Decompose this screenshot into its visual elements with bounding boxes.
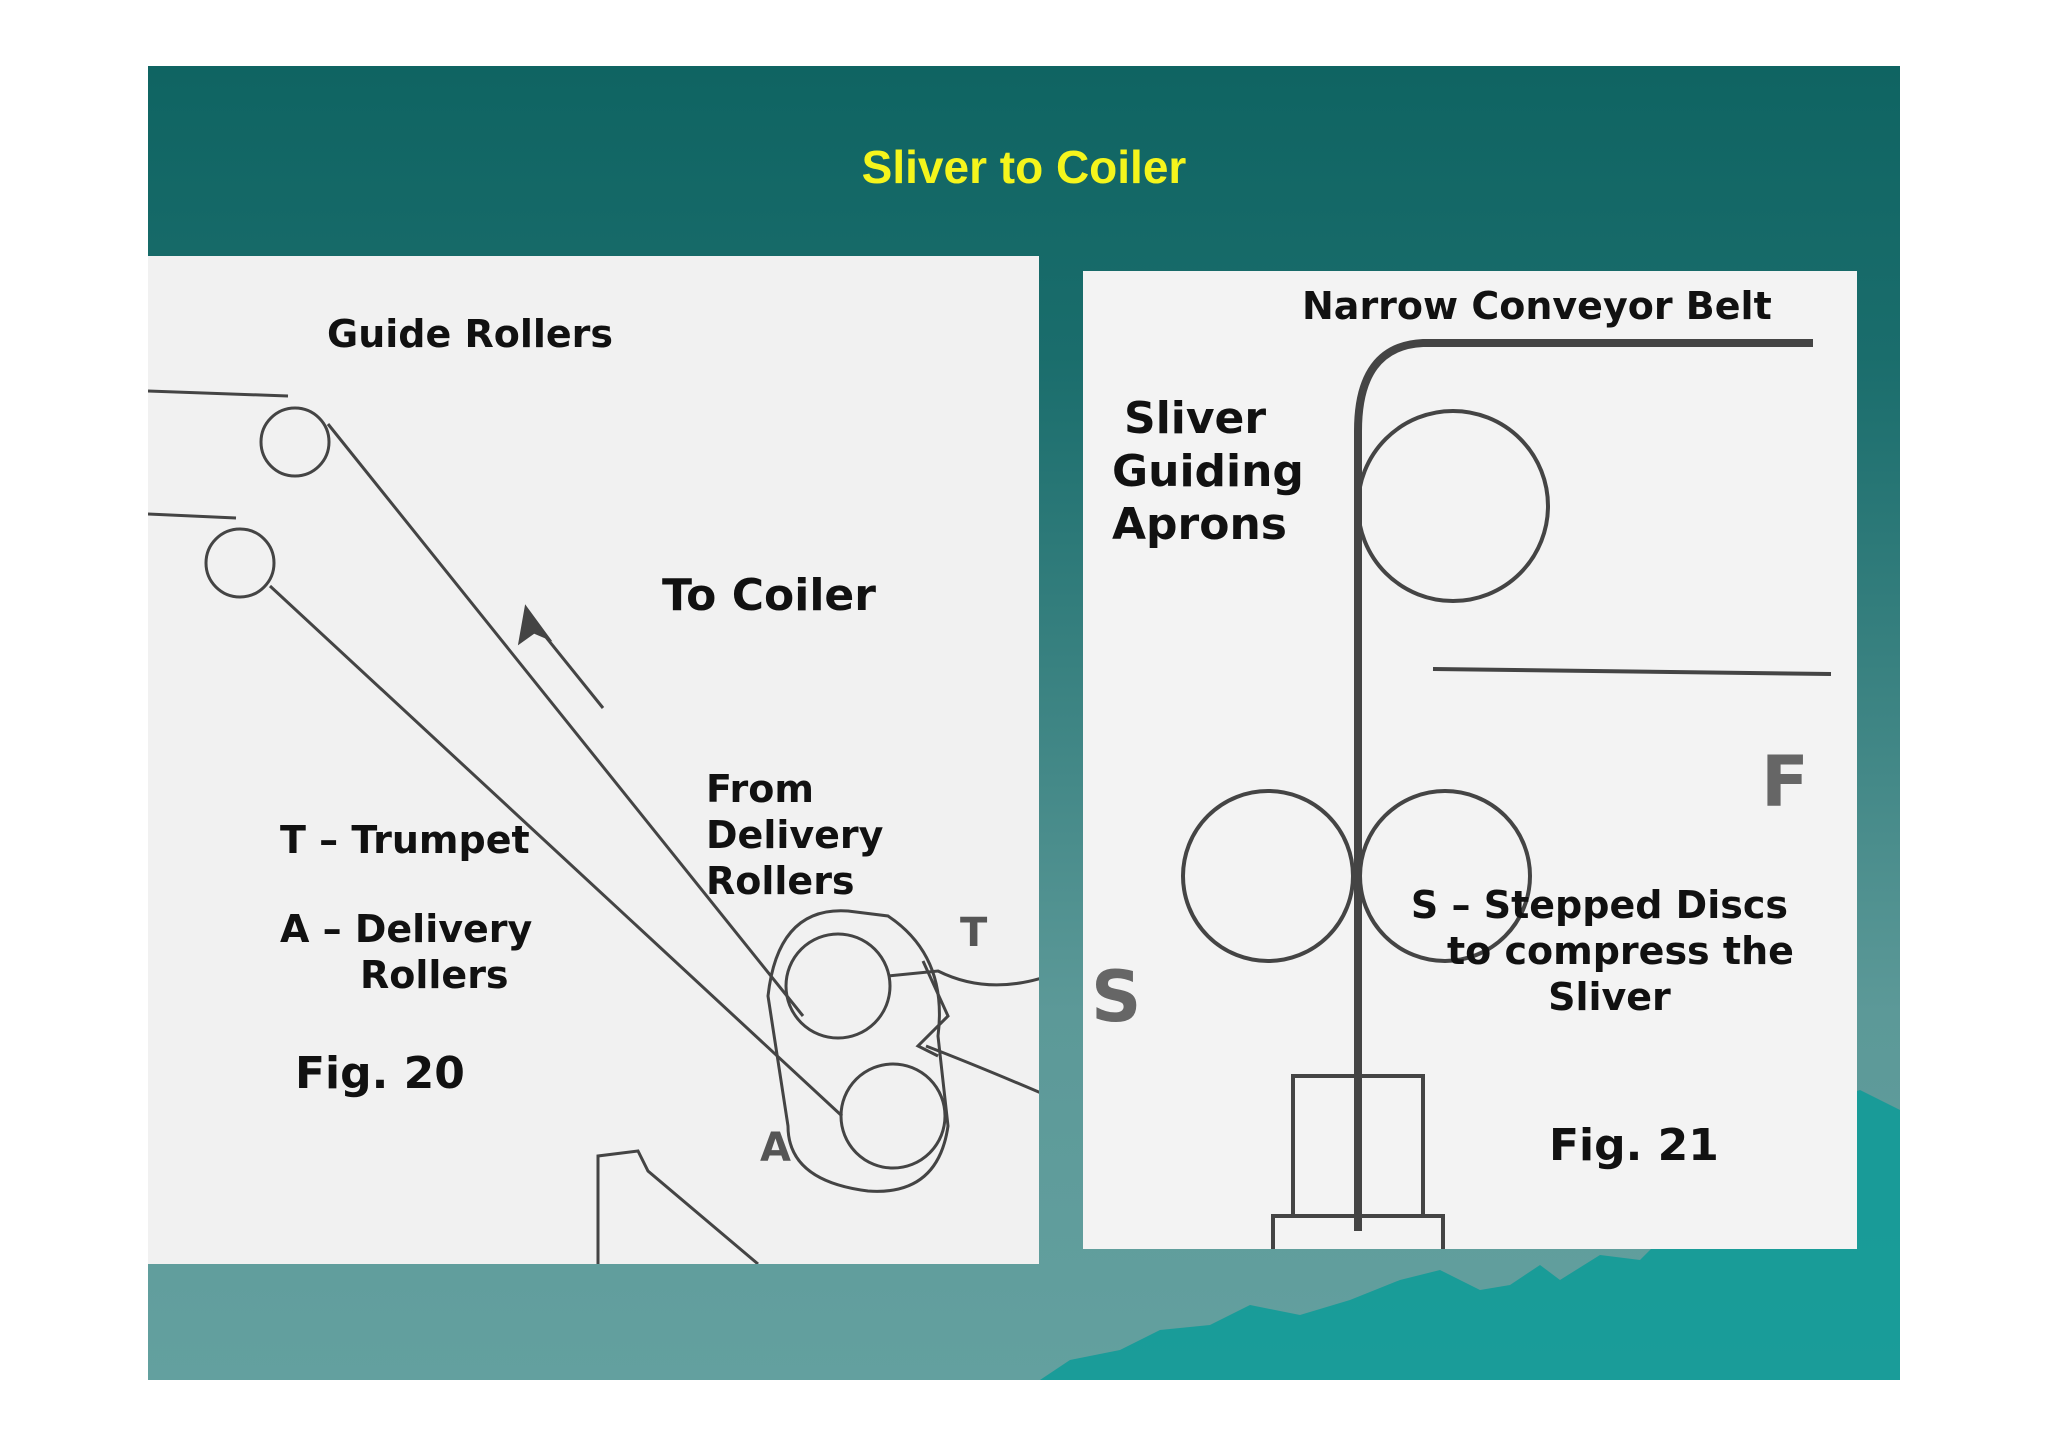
conveyor-roller — [1356, 409, 1550, 603]
stepped-disc-right — [1358, 789, 1532, 963]
delivery-roller-top — [784, 932, 892, 1040]
sliver-line-upper-diagonal — [326, 423, 805, 1017]
label-sliver-guiding-aprons: Sliver Guiding Aprons — [1112, 392, 1304, 551]
delivery-roller-housing — [766, 909, 950, 1193]
from-delivery-line-3: Rollers — [706, 859, 855, 903]
sliver-line-lower-in — [148, 512, 237, 520]
machine-base-outline — [596, 1149, 759, 1264]
from-delivery-line-2: Delivery — [706, 813, 884, 857]
stepped-discs-line-2: to compress the — [1447, 929, 1794, 973]
stepped-discs-line-1: S – Stepped Discs — [1410, 883, 1788, 927]
letter-f: F — [1761, 741, 1809, 823]
delivery-roller-bottom — [839, 1062, 947, 1170]
caption-fig-20: Fig. 20 — [295, 1048, 465, 1099]
aprons-line-1: Sliver — [1124, 393, 1267, 444]
guide-roller-upper — [259, 406, 331, 478]
from-delivery-line-1: From — [706, 767, 814, 811]
aprons-line-3: Aprons — [1112, 499, 1287, 550]
label-guide-rollers: Guide Rollers — [327, 312, 614, 356]
conveyor-belt — [1354, 339, 1813, 1231]
slide-title: Sliver to Coiler — [861, 141, 1187, 193]
letter-a: A — [760, 1125, 791, 1171]
letter-t: T — [960, 910, 988, 956]
sliver-line-lower-diagonal — [268, 584, 844, 1118]
legend-delivery-rollers: A – Delivery Rollers — [280, 906, 532, 998]
figure-20-panel: T A — [148, 256, 1039, 1264]
coiler-can-base — [1271, 1214, 1445, 1249]
trumpet-shape — [887, 969, 1039, 987]
stepped-discs-line-3: Sliver — [1548, 975, 1671, 1019]
legend-delivery-line-2: Rollers — [360, 953, 509, 997]
label-to-coiler: To Coiler — [662, 570, 876, 621]
legend-trumpet: T – Trumpet — [280, 818, 530, 862]
label-from-delivery-rollers: From Delivery Rollers — [706, 766, 883, 904]
sliver-line-upper-in — [148, 389, 289, 398]
conveyor-belt-lower — [1432, 667, 1832, 676]
figure-21-drawing: F S — [1091, 339, 1832, 1249]
direction-arrow-head — [517, 604, 553, 646]
label-stepped-discs: S – Stepped Discs to compress the Sliver — [1405, 882, 1794, 1020]
trumpet-nozzle — [915, 960, 950, 1058]
label-narrow-conveyor-belt: Narrow Conveyor Belt — [1302, 284, 1772, 328]
legend-delivery-line-1: A – Delivery — [280, 907, 533, 951]
figure-21-panel: F S — [1083, 271, 1857, 1249]
guide-roller-lower — [204, 527, 276, 599]
trumpet-shape-lower — [925, 1044, 1039, 1094]
caption-fig-21: Fig. 21 — [1549, 1120, 1719, 1171]
mountain-decoration — [1040, 1090, 1900, 1380]
stepped-disc-left — [1181, 789, 1355, 963]
letter-s: S — [1091, 956, 1141, 1038]
aprons-line-2: Guiding — [1112, 446, 1304, 497]
figure-20-drawing: T A — [148, 389, 1039, 1264]
